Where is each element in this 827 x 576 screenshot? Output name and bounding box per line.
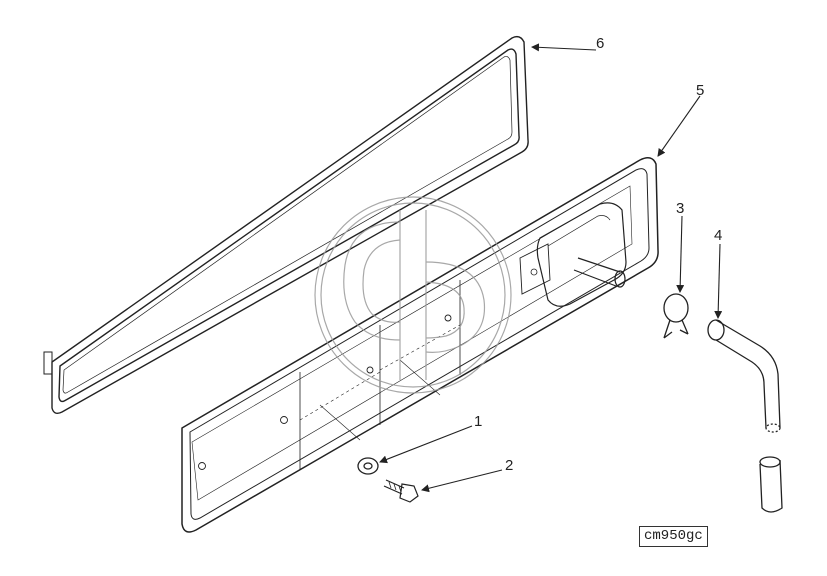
watermark-logo [314,196,512,394]
hose-clamp-part [663,293,689,339]
callout-5: 5 [696,82,705,99]
hose-part [707,319,783,513]
callout-6: 6 [596,35,605,52]
callout-3: 3 [676,200,685,217]
callout-2: 2 [505,457,514,474]
gasket-part [43,35,529,415]
screw-part [383,479,419,503]
valve-cover-part [181,157,659,533]
callout-1: 1 [474,413,483,430]
callout-leaders [379,43,723,493]
figure-code-label: cm950gc [639,526,708,548]
washer-part [357,457,379,475]
callout-4: 4 [714,227,723,244]
